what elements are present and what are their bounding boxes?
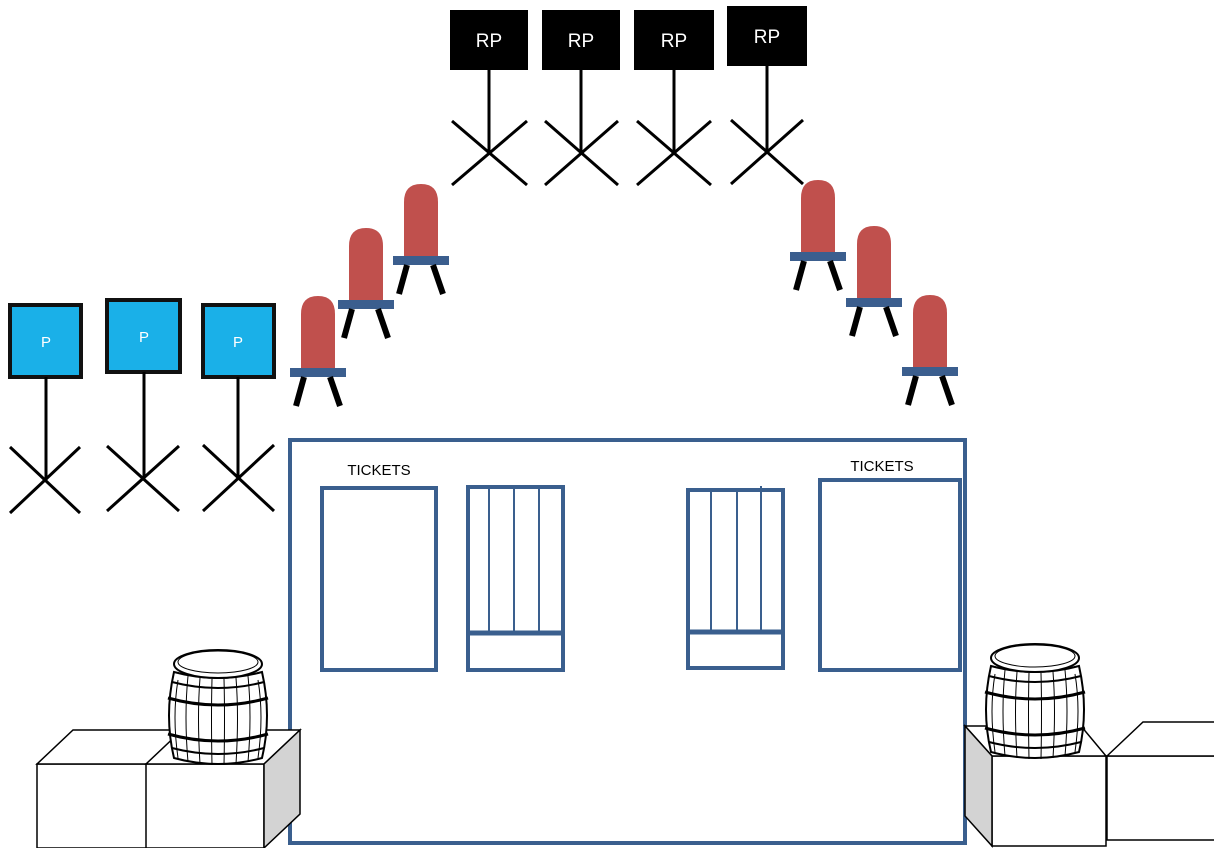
rp-sign-4-label: RP	[754, 27, 780, 48]
p-sign-2-label: P	[139, 329, 149, 346]
rp-sign-2-label: RP	[568, 31, 594, 52]
gate-left	[466, 485, 565, 672]
p-sign-1-label: P	[41, 334, 51, 351]
tickets-right-label: TICKETS	[850, 458, 913, 475]
rp-sign-4: RP	[727, 6, 807, 186]
crate-icon	[1106, 721, 1214, 841]
rp-sign-3: RP	[634, 10, 714, 187]
rp-sign-1: RP	[450, 10, 528, 187]
ticket-booth: TICKETS TICKETS	[288, 438, 967, 845]
p-sign-2: P	[105, 298, 182, 513]
chair-icon	[790, 180, 846, 290]
rp-sign-1-label: RP	[476, 31, 502, 52]
chair-icon	[902, 295, 958, 405]
rp-sign-2: RP	[542, 10, 620, 187]
chair-icon	[846, 226, 902, 336]
p-sign-1: P	[8, 303, 83, 515]
gate-right	[686, 486, 785, 670]
tickets-left-label: TICKETS	[347, 462, 410, 479]
rp-sign-3-label: RP	[661, 31, 687, 52]
chair-icon	[393, 184, 449, 294]
chair-icon	[338, 228, 394, 338]
p-sign-3: P	[201, 303, 276, 513]
barrel-icon	[983, 642, 1087, 761]
chair-icon	[290, 296, 346, 406]
ticket-window-left	[320, 486, 438, 672]
p-sign-3-label: P	[233, 334, 243, 351]
ticket-window-right	[818, 478, 962, 672]
barrel-icon	[166, 648, 270, 767]
